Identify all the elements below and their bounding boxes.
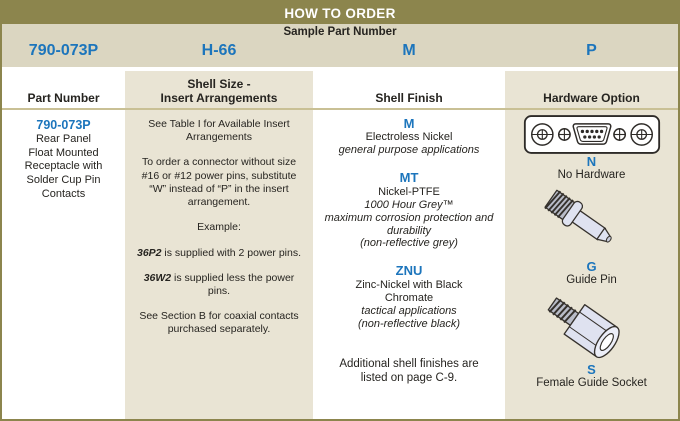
sample-code-shell-finish: M	[402, 42, 416, 59]
shell-size-column: See Table I for Available Insert Arrange…	[125, 110, 313, 419]
part-number-code: 790-073P	[36, 118, 91, 132]
band-separator-gap	[2, 67, 678, 71]
hardware-label-no-hardware: No Hardware	[557, 169, 626, 182]
example-label: Example:	[197, 221, 241, 234]
hardware-option-g: G Guide Pin	[509, 188, 674, 288]
example-36w2-text: is supplied less the power pins.	[174, 271, 295, 297]
finish-notes-mt: 1000 Hour Grey™ maximum corrosion protec…	[324, 198, 494, 250]
insert-arrangements-note: See Table I for Available Insert Arrange…	[148, 118, 290, 144]
table-body: 790-073P Rear Panel Float Mounted Recept…	[2, 110, 678, 419]
header-underline	[2, 108, 678, 110]
hardware-label-female-guide-socket: Female Guide Socket	[536, 377, 647, 390]
finish-option-m: M Electroless Nickel general purpose app…	[318, 116, 500, 157]
column-headers-row: Part Number Shell Size - Insert Arrangem…	[2, 71, 678, 108]
finish-name-znu: Zinc-Nickel with Black Chromate	[355, 278, 463, 304]
example-36w2: 36W2 is supplied less the power pins.	[132, 272, 306, 298]
finish-code-m: M	[403, 116, 415, 131]
additional-finishes-note: Additional shell finishes are listed on …	[339, 357, 479, 385]
header-hardware-option: Hardware Option	[505, 71, 678, 108]
finish-option-mt: MT Nickel-PTFE 1000 Hour Grey™ maximum c…	[318, 170, 500, 250]
hardware-option-s: S Female Guide Socket	[509, 293, 674, 391]
finish-code-mt: MT	[399, 170, 419, 186]
finish-name-m: Electroless Nickel	[365, 131, 453, 144]
header-part-number: Part Number	[2, 71, 125, 108]
finish-option-znu: ZNU Zinc-Nickel with Black Chromate tact…	[318, 263, 500, 330]
sample-code-shell-size: H-66	[201, 42, 237, 59]
hardware-code-n: N	[586, 154, 597, 169]
shell-finish-column: M Electroless Nickel general purpose app…	[313, 110, 505, 419]
hardware-option-column: N No Hardware	[505, 110, 678, 419]
sample-code-part-number: 790-073P	[28, 42, 99, 59]
finish-code-znu: ZNU	[395, 263, 423, 279]
header-shell-finish: Shell Finish	[313, 71, 505, 108]
part-number-column: 790-073P Rear Panel Float Mounted Recept…	[2, 110, 125, 419]
table-title-bar: HOW TO ORDER	[2, 2, 678, 24]
example-code-36p2: 36P2	[136, 246, 162, 259]
example-36p2: 36P2 is supplied with 2 power pins.	[132, 247, 306, 260]
part-number-description: Rear Panel Float Mounted Receptacle with…	[24, 133, 103, 200]
table-title: HOW TO ORDER	[284, 5, 396, 21]
hardware-code-s: S	[587, 362, 596, 378]
sample-part-number-codes: 790-073P H-66 M P	[2, 38, 678, 64]
hardware-code-g: G	[586, 259, 597, 275]
example-36p2-text: is supplied with 2 power pins.	[161, 246, 302, 259]
sample-part-number-band: Sample Part Number 790-073P H-66 M P	[2, 24, 678, 67]
example-code-36w2: 36W2	[143, 271, 172, 284]
dsub-connector-face-icon	[523, 115, 660, 154]
hardware-option-n: N No Hardware	[509, 114, 674, 183]
hardware-label-guide-pin: Guide Pin	[566, 274, 617, 287]
power-pins-substitution-note: To order a connector without size #16 or…	[141, 156, 297, 209]
coaxial-contacts-note: See Section B for coaxial contacts purch…	[139, 310, 299, 336]
guide-pin-icon	[543, 189, 612, 243]
finish-notes-m: general purpose applications	[338, 144, 480, 157]
female-guide-socket-icon	[547, 297, 620, 359]
finish-notes-znu: tactical applications (non-reflective bl…	[357, 304, 461, 330]
sample-code-hardware: P	[586, 42, 597, 59]
finish-name-mt: Nickel-PTFE	[378, 185, 440, 198]
sample-part-number-label: Sample Part Number	[283, 26, 397, 38]
header-shell-size: Shell Size - Insert Arrangements	[125, 71, 313, 108]
